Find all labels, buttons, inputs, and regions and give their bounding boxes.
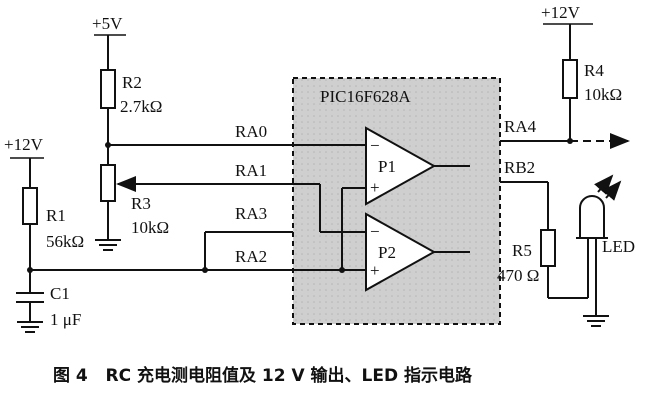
vcc12-left-supply: +12V xyxy=(4,135,44,188)
pin-rb2: RB2 xyxy=(504,158,535,177)
r1-value: 56kΩ xyxy=(46,232,84,251)
r2-value: 2.7kΩ xyxy=(120,97,162,116)
p2-plus: + xyxy=(370,261,380,280)
led-indicator xyxy=(576,174,622,316)
capacitor-c1 xyxy=(16,292,44,303)
p1-name: P1 xyxy=(378,157,396,176)
vcc5-label: +5V xyxy=(92,14,123,33)
p1-plus: + xyxy=(370,178,380,197)
r3-value: 10kΩ xyxy=(131,218,169,237)
p2-minus: − xyxy=(370,222,380,241)
ground-symbol-c1 xyxy=(17,321,43,333)
vcc5-supply: +5V xyxy=(92,14,126,70)
junction-p1-plus xyxy=(339,267,345,273)
r2-name: R2 xyxy=(122,73,142,92)
r4-value: 10kΩ xyxy=(584,85,622,104)
resistor-r5 xyxy=(540,229,556,267)
r3-name: R3 xyxy=(131,194,151,213)
ground-symbol-r3 xyxy=(95,239,121,251)
vcc12-right-supply: +12V xyxy=(541,3,593,60)
r5-value: 470 Ω xyxy=(497,266,539,285)
pin-ra3: RA3 xyxy=(235,204,267,223)
p2-name: P2 xyxy=(378,243,396,262)
chip-texture xyxy=(294,79,499,323)
chip-name: PIC16F628A xyxy=(320,87,411,106)
r4-name: R4 xyxy=(584,61,604,80)
resistor-r3 xyxy=(100,164,116,202)
pin-ra2: RA2 xyxy=(235,247,267,266)
pin-ra0: RA0 xyxy=(235,122,267,141)
pin-ra4: RA4 xyxy=(504,117,537,136)
comparator-p1: − + P1 xyxy=(365,126,437,206)
comparator-p2: − + P2 xyxy=(365,212,437,292)
r5-name: R5 xyxy=(512,241,532,260)
p1-minus: − xyxy=(370,136,380,155)
resistor-r1 xyxy=(22,187,38,225)
vcc12-right-label: +12V xyxy=(541,3,581,22)
resistor-r4 xyxy=(562,59,578,99)
pin-ra1: RA1 xyxy=(235,161,267,180)
resistor-r2 xyxy=(100,69,116,109)
c1-value: 1 μF xyxy=(50,310,81,329)
r1-name: R1 xyxy=(46,206,66,225)
c1-name: C1 xyxy=(50,284,70,303)
ground-symbol-led xyxy=(583,315,609,327)
figure-caption: 图 4 RC 充电测电阻值及 12 V 输出、LED 指示电路 xyxy=(53,365,473,386)
pic-chip-block: PIC16F628A xyxy=(292,77,501,325)
vcc12-left-label: +12V xyxy=(4,135,44,154)
led-label: LED xyxy=(602,237,635,256)
